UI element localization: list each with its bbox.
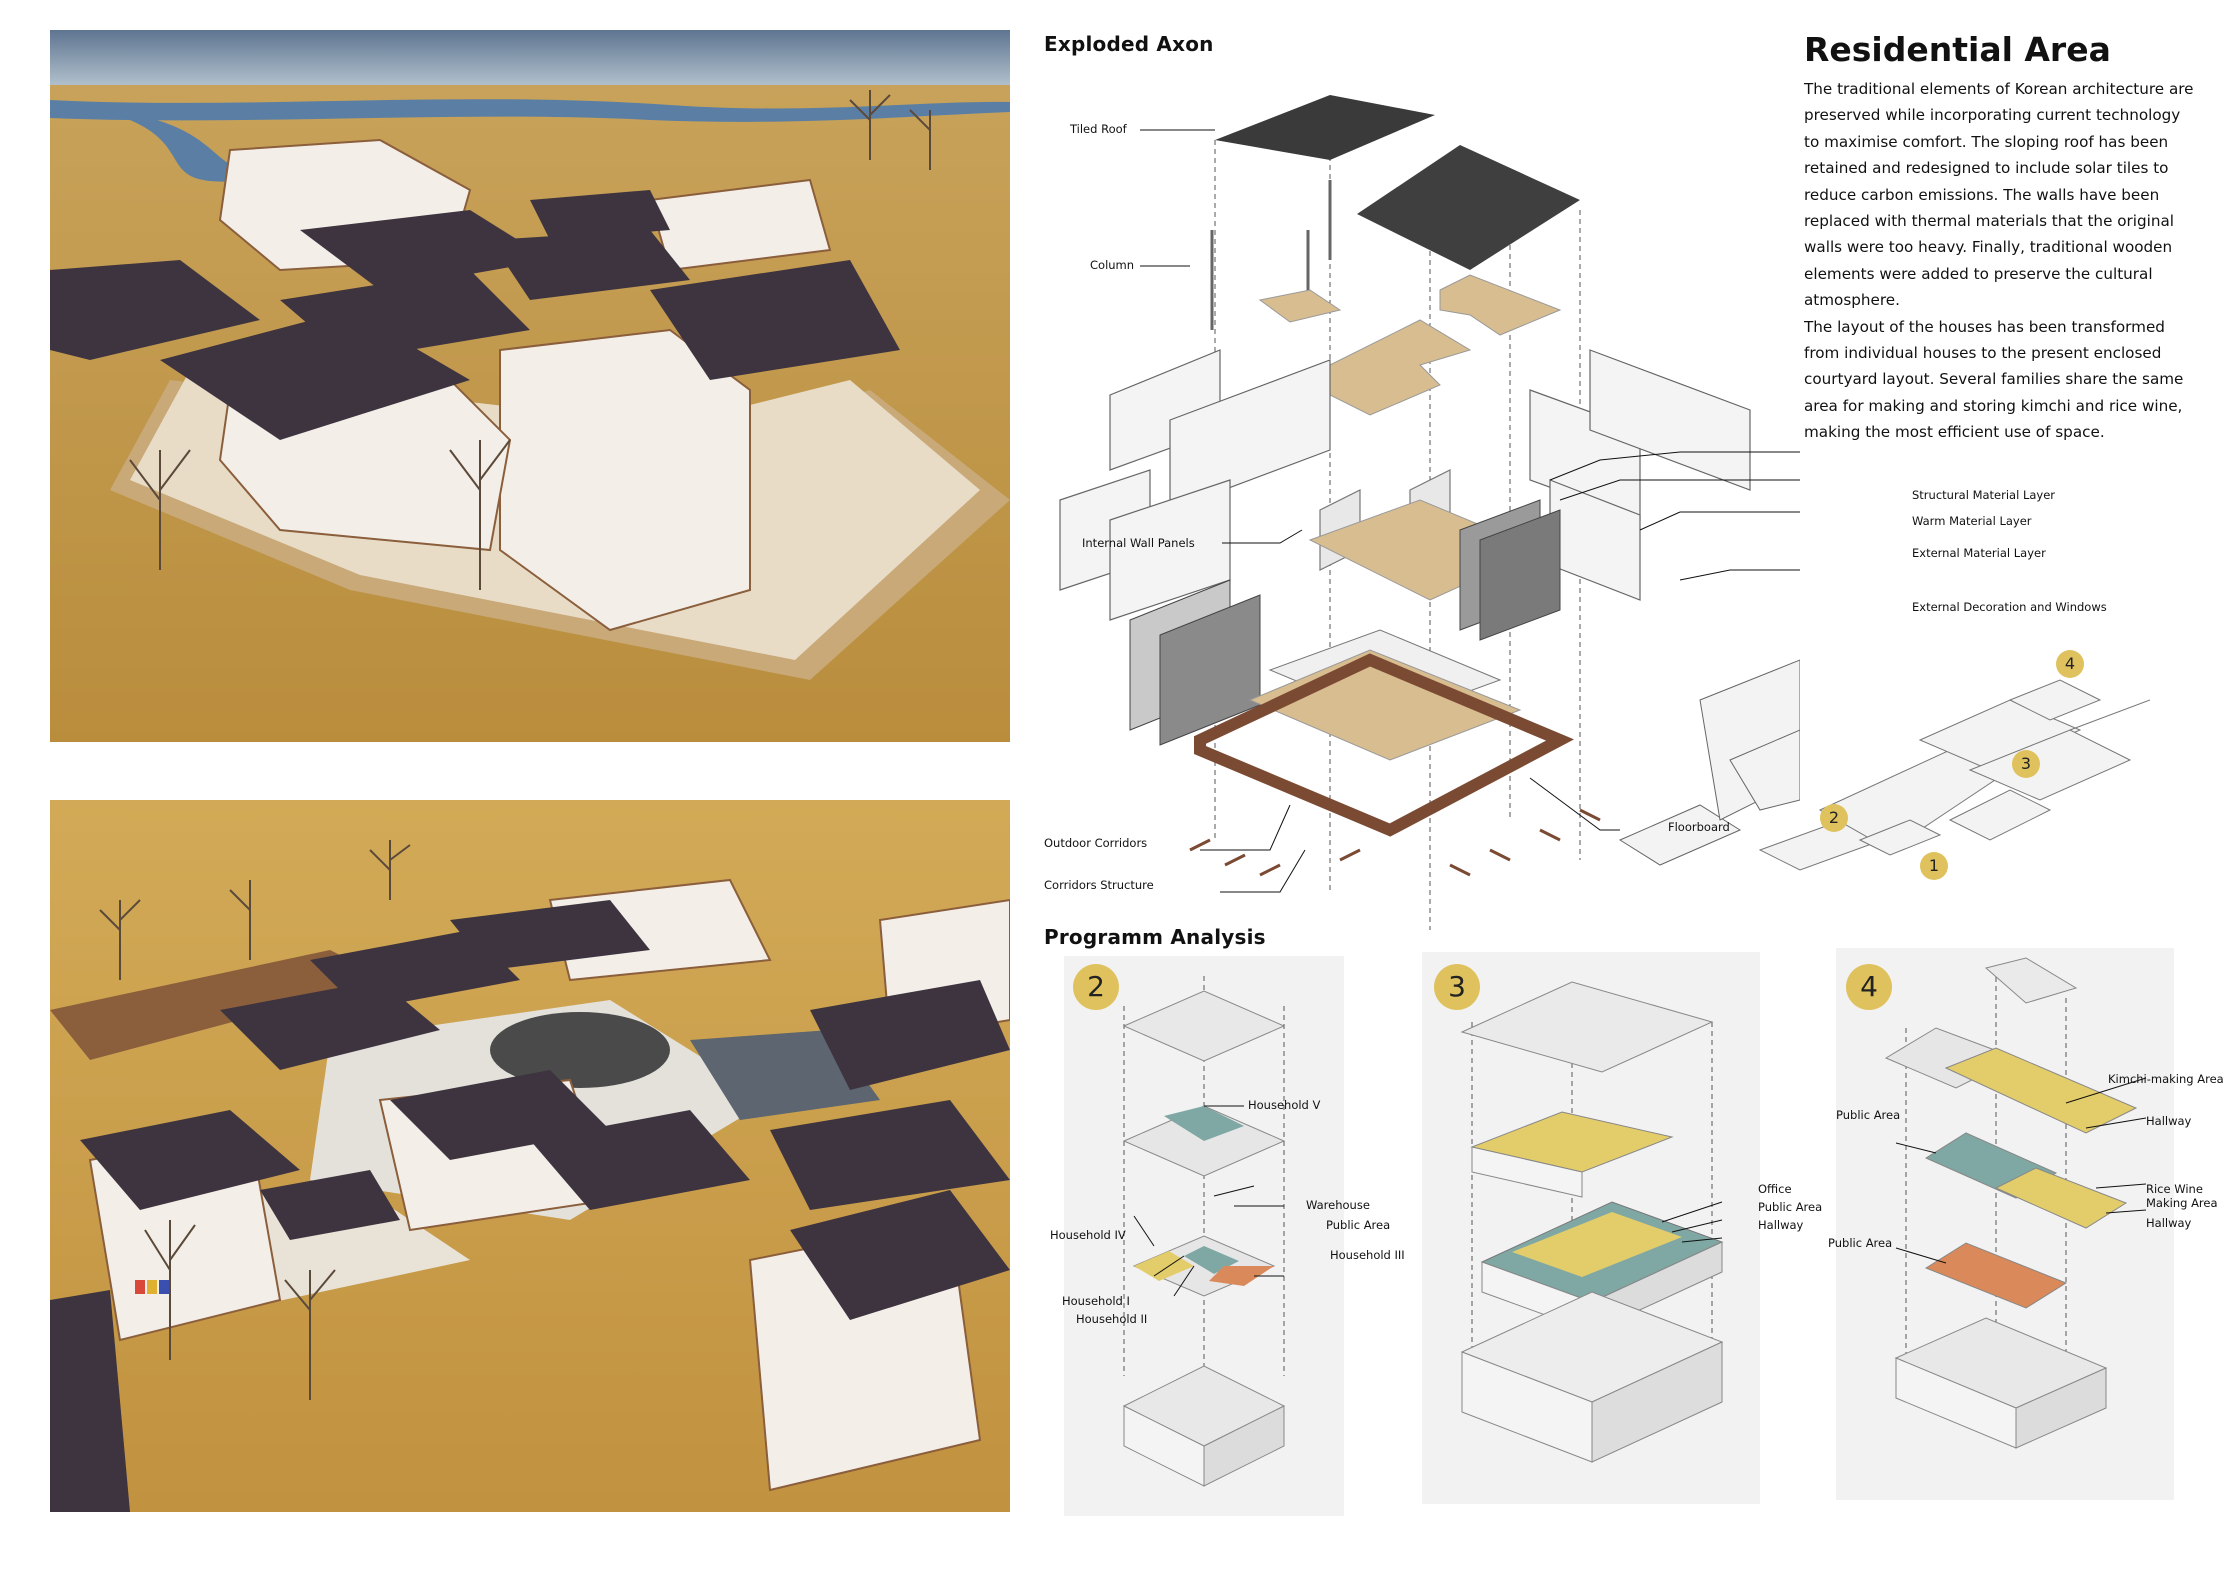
label-structural-material-layer: Structural Material Layer	[1912, 488, 2056, 502]
label-column: Column	[1090, 258, 1135, 272]
p3-label-hallway: Hallway	[1758, 1218, 1804, 1232]
p3-label-office: Office	[1758, 1182, 1792, 1196]
program-badge-3: 3	[1434, 964, 1480, 1010]
p2-label-household-ii: Household II	[1076, 1312, 1148, 1326]
page-title: Residential Area	[1804, 30, 2111, 69]
label-external-decoration-windows: External Decoration and Windows	[1912, 600, 2107, 614]
program-panel-3	[1422, 952, 1760, 1504]
label-floorboard: Floorboard	[1668, 820, 1730, 834]
site-key-map	[1750, 660, 2151, 900]
program-panel-2	[1064, 956, 1344, 1516]
p4-label-public-area-bottom: Public Area	[1828, 1236, 1893, 1250]
p4-label-kimchi-area: Kimchi-making Area	[2108, 1072, 2224, 1086]
label-outdoor-corridors: Outdoor Corridors	[1044, 836, 1148, 850]
program-analysis-title: Programm Analysis	[1044, 925, 1266, 949]
exploded-axon-title: Exploded Axon	[1044, 32, 1214, 56]
label-corridors-structure: Corridors Structure	[1044, 878, 1154, 892]
p4-label-public-area-top: Public Area	[1836, 1108, 1901, 1122]
exploded-axon-diagram	[1040, 60, 1900, 940]
p2-label-household-v: Household V	[1248, 1098, 1321, 1112]
render-aerial-view-top	[50, 30, 1010, 742]
label-tiled-roof: Tiled Roof	[1070, 122, 1127, 136]
program-badge-4: 4	[1846, 964, 1892, 1010]
label-warm-material-layer: Warm Material Layer	[1912, 514, 2032, 528]
description-paragraph-1: The traditional elements of Korean archi…	[1804, 80, 2194, 310]
p2-label-warehouse: Warehouse	[1306, 1198, 1370, 1212]
p3-label-public-area: Public Area	[1758, 1200, 1823, 1214]
program-badge-2: 2	[1073, 964, 1119, 1010]
site-key-badge-4: 4	[2056, 650, 2084, 678]
description-paragraph-2: The layout of the houses has been transf…	[1804, 317, 2184, 442]
render-aerial-view-bottom	[50, 800, 1010, 1512]
p2-label-household-iii: Household III	[1330, 1248, 1405, 1262]
p2-label-public-area: Public Area	[1326, 1218, 1391, 1232]
site-key-badge-2: 2	[1820, 804, 1848, 832]
description-text: The traditional elements of Korean archi…	[1804, 76, 2196, 446]
p4-label-hallway-top: Hallway	[2146, 1114, 2192, 1128]
p2-label-household-iv: Household IV	[1050, 1228, 1126, 1242]
program-panel-4	[1836, 948, 2174, 1500]
p2-label-household-i: Household I	[1062, 1294, 1130, 1308]
p4-label-hallway-bottom: Hallway	[2146, 1216, 2192, 1230]
p4-label-rice-wine: Rice Wine	[2146, 1182, 2203, 1196]
label-external-material-layer: External Material Layer	[1912, 546, 2046, 560]
site-key-badge-3: 3	[2012, 750, 2040, 778]
site-key-badge-1: 1	[1920, 852, 1948, 880]
p4-label-making-area: Making Area	[2146, 1196, 2218, 1210]
label-internal-wall-panels: Internal Wall Panels	[1082, 536, 1195, 550]
